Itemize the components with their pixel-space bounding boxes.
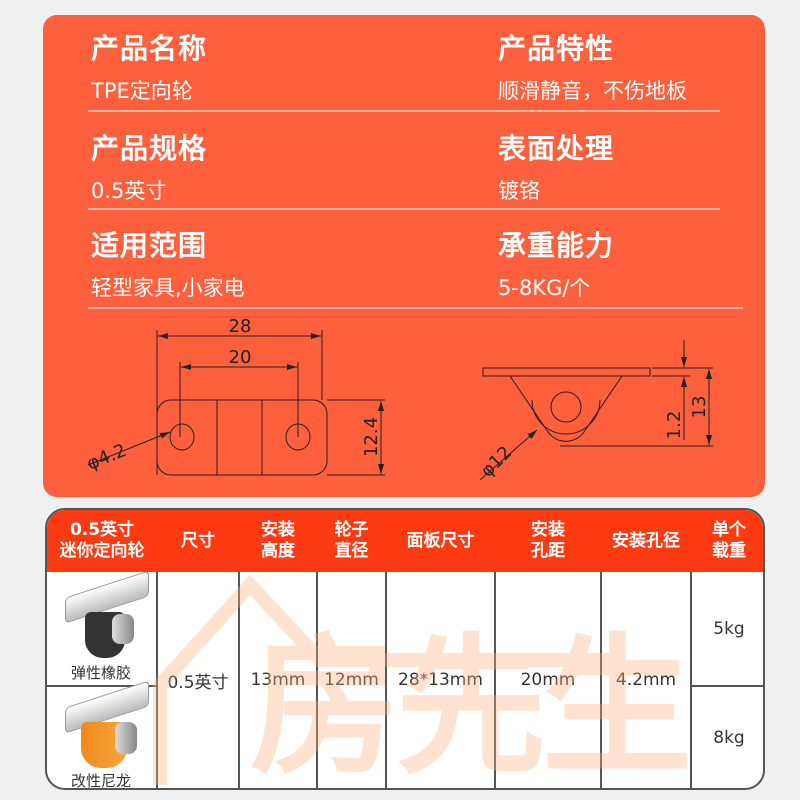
row-line (691, 685, 763, 687)
col-line (600, 572, 602, 788)
th: 尺寸 (181, 530, 215, 551)
spec-label: 承重能力 (498, 229, 615, 262)
dim-hole-dia: φ4.2 (84, 440, 129, 475)
spec-label: 产品规格 (91, 132, 208, 165)
cell-hole-dia: 4.2mm (615, 670, 677, 690)
th: 单个 载重 (712, 520, 746, 561)
spec-panel: 产品名称 TPE定向轮 产品特性 顺滑静音，不伤地板 产品规格 0.5英寸 表面… (43, 15, 765, 497)
th: 安装孔径 (612, 530, 680, 551)
cell-install-height: 13mm (250, 670, 306, 690)
col-line (316, 572, 318, 788)
table-header: 0.5英寸 迷你定向轮 尺寸 安装 高度 轮子 直径 面板尺寸 安装 孔距 安装… (47, 510, 763, 572)
cell-panel-size: 28*13mm (398, 670, 483, 690)
divider (88, 208, 720, 210)
row-line (47, 685, 157, 687)
spec-label: 适用范围 (91, 229, 208, 262)
th: 安装 高度 (261, 520, 295, 561)
col-line (494, 572, 496, 788)
spec-table: 0.5英寸 迷你定向轮 尺寸 安装 高度 轮子 直径 面板尺寸 安装 孔距 安装… (45, 508, 765, 790)
divider (88, 110, 720, 112)
spec-label: 产品名称 (91, 32, 208, 65)
cell-wheel-dia: 12mm (324, 670, 379, 690)
rubber-caster-image (57, 570, 149, 662)
col-line (156, 572, 158, 788)
divider (88, 307, 743, 309)
spec-value: 0.5英寸 (91, 179, 167, 203)
spec-value: 轻型家具,小家电 (91, 276, 245, 300)
dim-depth: 12.4 (361, 417, 382, 457)
spec-value: 顺滑静音，不伤地板 (498, 79, 687, 103)
spec-value: TPE定向轮 (91, 79, 193, 103)
product-label: 弹性橡胶 (70, 664, 131, 682)
dim-hole-distance: 20 (229, 347, 252, 368)
dimension-drawing: 28 20 φ4.2 12.4 φ12 1.2 13 (84, 316, 713, 482)
spec-value: 5-8KG/个 (498, 276, 591, 300)
cell-load: 8kg (713, 727, 745, 748)
nylon-caster-image (57, 680, 149, 772)
spec-value: 镀铬 (498, 179, 540, 203)
cell-hole-distance: 20mm (520, 670, 576, 690)
product-label: 改性尼龙 (70, 772, 131, 790)
dim-wheel-dia: φ12 (477, 442, 516, 481)
dim-plate: 1.2 (664, 411, 685, 440)
spec-label: 表面处理 (498, 132, 615, 165)
th: 面板尺寸 (406, 530, 475, 551)
th: 安装 孔距 (531, 520, 565, 561)
cell-size: 0.5英寸 (167, 672, 229, 693)
th: 轮子 直径 (334, 520, 369, 561)
col-line (238, 572, 240, 788)
th: 0.5英寸 迷你定向轮 (59, 520, 145, 561)
dim-width: 28 (229, 316, 252, 337)
spec-label: 产品特性 (498, 32, 615, 65)
col-line (690, 572, 692, 788)
col-line (385, 572, 387, 788)
dim-height: 13 (689, 396, 710, 419)
cell-load: 5kg (713, 618, 745, 639)
